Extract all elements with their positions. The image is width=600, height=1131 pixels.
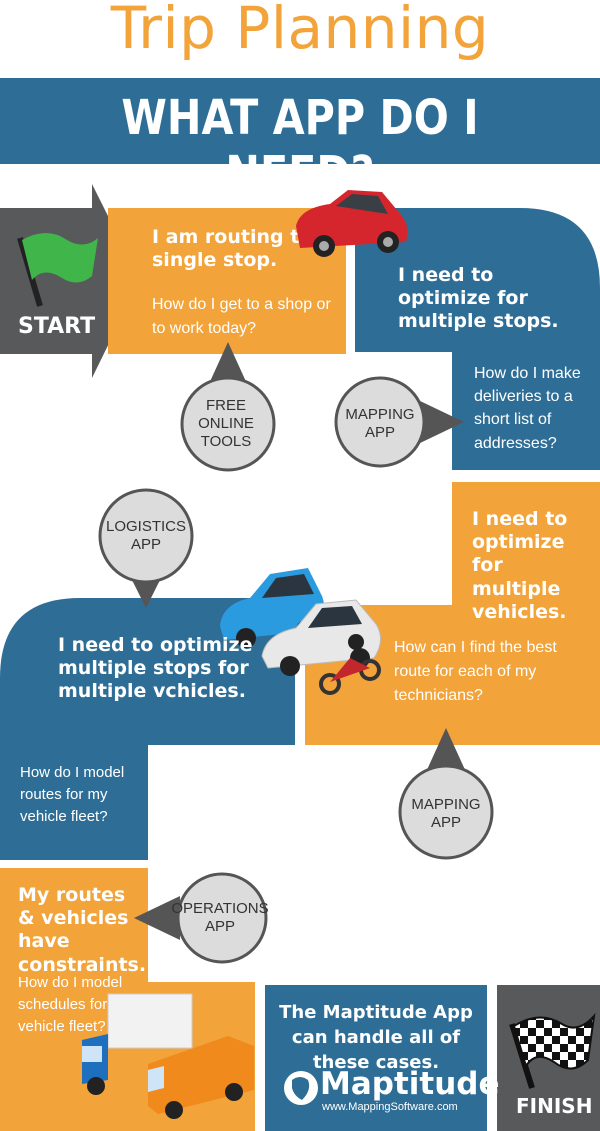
car-icon [261, 599, 381, 676]
app-free-online-tools: FREE ONLINE TOOLS [198, 397, 254, 450]
app-mapping-2: MAPPING APP [411, 796, 481, 831]
app-logistics: LOGISTICS APP [105, 518, 187, 553]
path-background [0, 184, 600, 1131]
banner [0, 78, 600, 164]
vehicles-group [220, 568, 381, 695]
brand-name: Maptitude [320, 1066, 500, 1102]
step-3-statement: I need to optimize for multiple vehicles… [472, 508, 568, 623]
step-1-statement: I am routing to a single stop. [152, 226, 332, 272]
green-flag-icon [17, 233, 98, 307]
pin-operations-app [134, 872, 268, 964]
app-mapping-1: MAPPING APP [345, 406, 415, 441]
checkered-flag-icon [509, 1012, 596, 1089]
pin-mapping-app-2 [398, 728, 494, 860]
step-4-statement: I need to optimize multiple stops for mu… [58, 634, 253, 703]
step-5-statement: My routes & vehicles have constraints. [18, 884, 147, 976]
truck-icon [82, 993, 254, 1119]
step-5-question: How do I model schedules for my vehicle … [18, 974, 132, 1035]
step-4-question: How do I model routes for my vehicle fle… [20, 764, 125, 825]
step-3-question: How can I find the best route for each o… [394, 639, 557, 704]
step-1-question: How do I get to a shop or to work today? [152, 296, 331, 337]
finish-label: FINISH [516, 1094, 593, 1118]
start-label: START [18, 314, 96, 339]
pin-mapping-app-1 [334, 376, 464, 468]
brand-url: www.MappingSoftware.com [322, 1101, 458, 1113]
pin-free-online-tools [180, 342, 276, 472]
page-title: Trip Planning [110, 0, 490, 62]
car-icon [296, 190, 408, 257]
step-2-statement: I need to optimize for multiple stops. [398, 264, 559, 333]
motorcycle-icon [319, 634, 381, 695]
app-operations: OPERATIONS APP [171, 900, 269, 935]
banner-title: WHAT APP DO I NEED? [121, 90, 479, 202]
globe-logo-icon [284, 1071, 318, 1105]
step-2-question: How do I make deliveries to a short list… [474, 365, 581, 452]
footer-statement: The Maptitude App can handle all of thes… [279, 1002, 473, 1074]
pin-logistics-app [98, 488, 194, 608]
